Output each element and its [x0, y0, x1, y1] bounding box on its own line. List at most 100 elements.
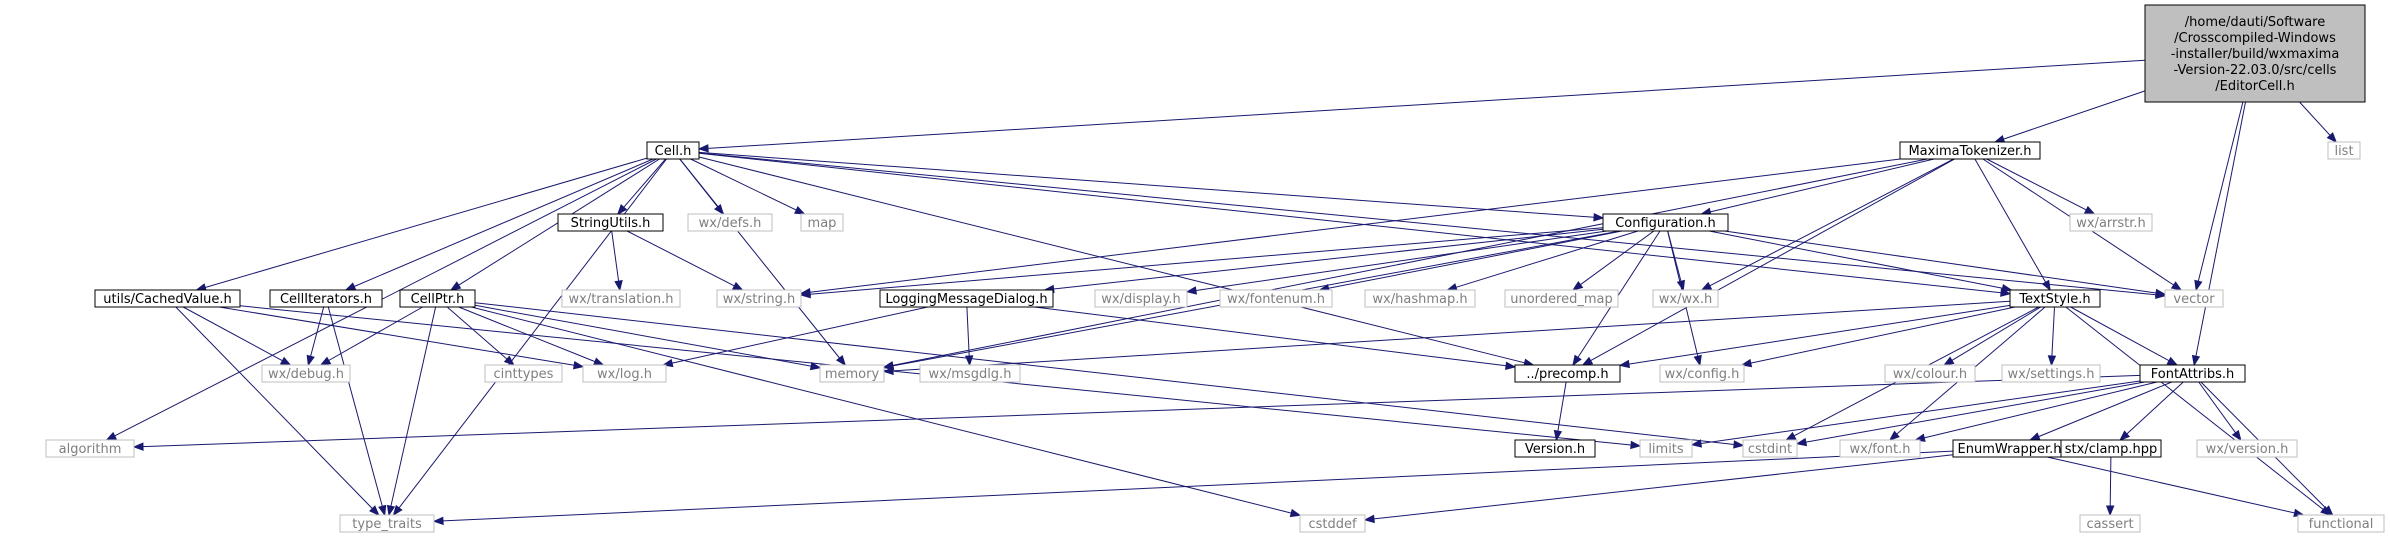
edge-fontattr-to-wxfont — [1914, 381, 2158, 442]
node-label: stx/clamp.hpp — [2065, 442, 2157, 457]
edge-line — [1580, 230, 1655, 286]
edge-line — [219, 306, 575, 366]
arrowhead — [1553, 429, 1563, 442]
node-label: TextStyle.h — [2018, 292, 2090, 307]
edge-root-to-maxtok — [1993, 90, 2146, 143]
node-wxsettings[interactable]: wx/settings.h — [2001, 364, 2101, 383]
node-cstddef[interactable]: cstddef — [1299, 514, 1366, 533]
edge-line — [809, 158, 1901, 293]
node-cellptr[interactable]: CellPtr.h — [399, 289, 476, 308]
node-precomp[interactable]: ../precomp.h — [1514, 364, 1621, 383]
node-celliter[interactable]: CellIterators.h — [269, 289, 383, 308]
node-box — [1364, 289, 1476, 308]
node-wxdisplay[interactable]: wx/display.h — [1094, 289, 1188, 308]
node-wxdefs[interactable]: wx/defs.h — [687, 213, 773, 232]
node-config[interactable]: Configuration.h — [1602, 213, 1729, 232]
node-label: wx/translation.h — [569, 292, 674, 307]
node-arrstr[interactable]: wx/arrstr.h — [2069, 213, 2153, 232]
node-wxmsgdlg[interactable]: wx/msgdlg.h — [919, 364, 1021, 383]
edge-line — [1709, 158, 1954, 287]
node-cassert[interactable]: cassert — [2079, 514, 2141, 533]
edge-line — [966, 306, 970, 357]
node-wxcolour[interactable]: wx/colour.h — [1884, 364, 1976, 383]
edge-line — [626, 230, 735, 287]
arrowhead — [2083, 205, 2096, 215]
node-unordmap[interactable]: unordered_map — [1504, 289, 1619, 308]
node-box — [1652, 289, 1719, 308]
node-textstyle[interactable]: TextStyle.h — [2009, 289, 2101, 308]
node-cached[interactable]: utils/CachedValue.h — [94, 289, 241, 308]
node-typetraits[interactable]: type_traits — [339, 514, 435, 533]
node-box — [919, 364, 1021, 383]
node-label: wx/fontenum.h — [1227, 292, 1325, 307]
edge-line — [892, 158, 1928, 366]
node-list[interactable]: list — [2327, 141, 2361, 160]
node-stxclamp[interactable]: stx/clamp.hpp — [2060, 439, 2162, 458]
node-enumwrap[interactable]: EnumWrapper.h — [1952, 439, 2067, 458]
node-cstdint[interactable]: cstdint — [1742, 439, 1798, 458]
arrowhead — [319, 356, 332, 366]
node-wxlog[interactable]: wx/log.h — [582, 364, 667, 383]
edge-config-to-unordmap — [1571, 230, 1655, 291]
node-maxtok[interactable]: MaximaTokenizer.h — [1899, 141, 2041, 160]
node-label: MaximaTokenizer.h — [1908, 144, 2031, 159]
node-wxversion[interactable]: wx/version.h — [2196, 439, 2298, 458]
edge-fontattr-to-cstdint — [1795, 381, 2145, 447]
edge-line — [698, 156, 1525, 364]
node-limits[interactable]: limits — [1639, 439, 1693, 458]
node-wxstring[interactable]: wx/string.h — [716, 289, 802, 308]
node-wxwx[interactable]: wx/wx.h — [1652, 289, 1719, 308]
edge-celliter-to-typetraits — [327, 306, 387, 517]
edge-line — [611, 230, 620, 282]
arrowhead — [432, 516, 444, 526]
node-logdlg[interactable]: LoggingMessageDialog.h — [879, 289, 1054, 308]
node-wxhashmap[interactable]: wx/hashmap.h — [1364, 289, 1476, 308]
node-map[interactable]: map — [800, 213, 844, 232]
edge-cell-to-textstyle — [698, 152, 2012, 297]
arrowhead — [882, 361, 895, 371]
arrowhead — [2170, 281, 2183, 291]
node-algorithm[interactable]: algorithm — [45, 439, 135, 458]
node-wxtrans[interactable]: wx/translation.h — [561, 289, 681, 308]
node-box — [582, 364, 667, 383]
edge-cell-to-typetraits — [392, 158, 667, 517]
node-box — [45, 439, 135, 458]
node-label: wx/string.h — [723, 292, 795, 307]
edge-line — [182, 306, 283, 362]
edge-cell-to-vector — [698, 152, 2167, 299]
arrowhead — [279, 356, 292, 366]
node-vector[interactable]: vector — [2164, 289, 2224, 308]
node-cinttypes[interactable]: cinttypes — [484, 364, 563, 383]
node-label: /home/dauti/Software — [2185, 15, 2325, 30]
node-functional[interactable]: functional — [2297, 514, 2385, 533]
node-wxconfig[interactable]: wx/config.h — [1659, 364, 1745, 383]
node-box — [2139, 364, 2246, 383]
arrowhead — [306, 354, 315, 367]
node-cell[interactable]: Cell.h — [646, 141, 700, 160]
arrowhead — [1571, 281, 1584, 291]
edge-line — [1034, 306, 1507, 367]
node-label: cassert — [2086, 517, 2133, 532]
node-strutils[interactable]: StringUtils.h — [557, 213, 664, 232]
node-memory[interactable]: memory — [819, 364, 885, 383]
edge-line — [1328, 230, 1622, 289]
edge-cellptr-to-cstdint — [474, 302, 1745, 449]
node-wxfontenum[interactable]: wx/fontenum.h — [1219, 289, 1333, 308]
edge-stxclamp-to-cassert — [2105, 456, 2115, 517]
node-wxfont[interactable]: wx/font.h — [1839, 439, 1921, 458]
node-label: type_traits — [352, 517, 422, 532]
edge-line — [1724, 230, 2157, 294]
edge-logdlg-to-precomp — [1034, 306, 1517, 370]
edge-line — [446, 306, 508, 360]
node-version[interactable]: Version.h — [1514, 439, 1596, 458]
node-wxdebug[interactable]: wx/debug.h — [261, 364, 351, 383]
node-root[interactable]: /home/dauti/Software/Crosscompiled-Windo… — [2144, 4, 2366, 103]
node-label: utils/CachedValue.h — [103, 292, 231, 307]
nodes-layer: /home/dauti/Software/Crosscompiled-Windo… — [45, 4, 2385, 533]
edge-line — [2197, 101, 2244, 282]
edge-textstyle-to-fontattr — [2070, 306, 2179, 366]
node-label: FontAttribs.h — [2151, 367, 2235, 382]
arrowhead — [732, 281, 744, 291]
node-fontattr[interactable]: FontAttribs.h — [2139, 364, 2246, 383]
